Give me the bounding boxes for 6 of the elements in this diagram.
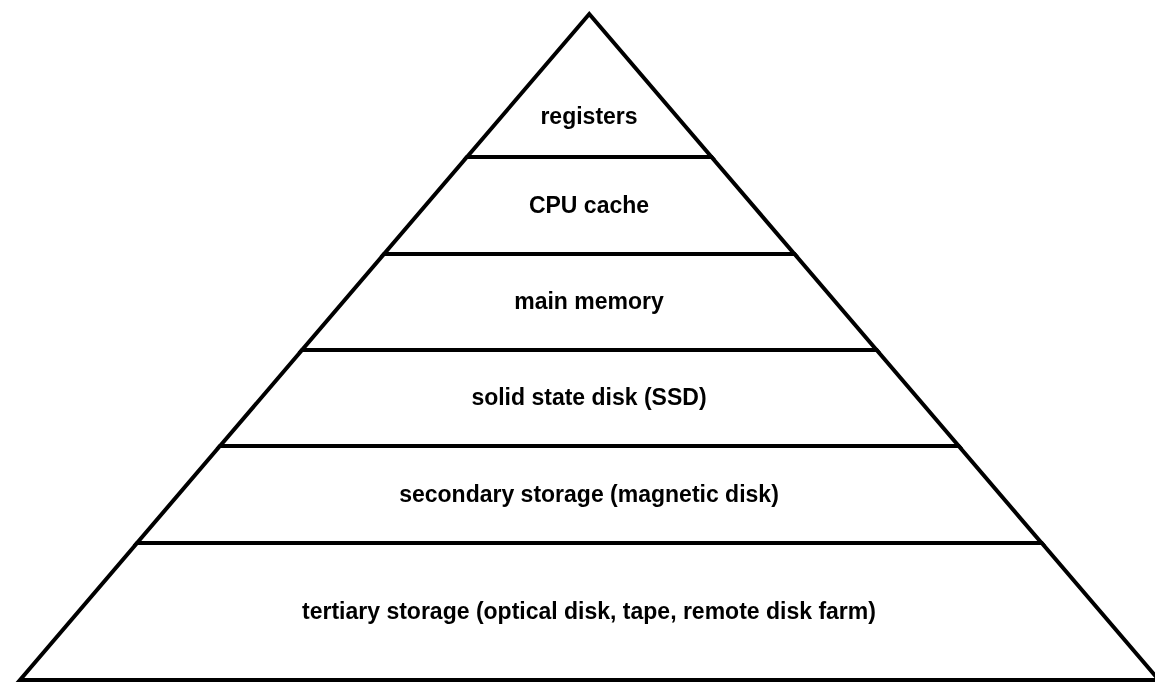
tier-label: tertiary storage (optical disk, tape, remote disk farm) [302,597,876,625]
tier-label: main memory [514,288,664,315]
tier-label: solid state disk (SSD) [471,384,707,411]
tier-label: secondary storage (magnetic disk) [399,480,779,508]
tier-label: registers [540,102,638,130]
tier-label: CPU cache [528,191,650,219]
